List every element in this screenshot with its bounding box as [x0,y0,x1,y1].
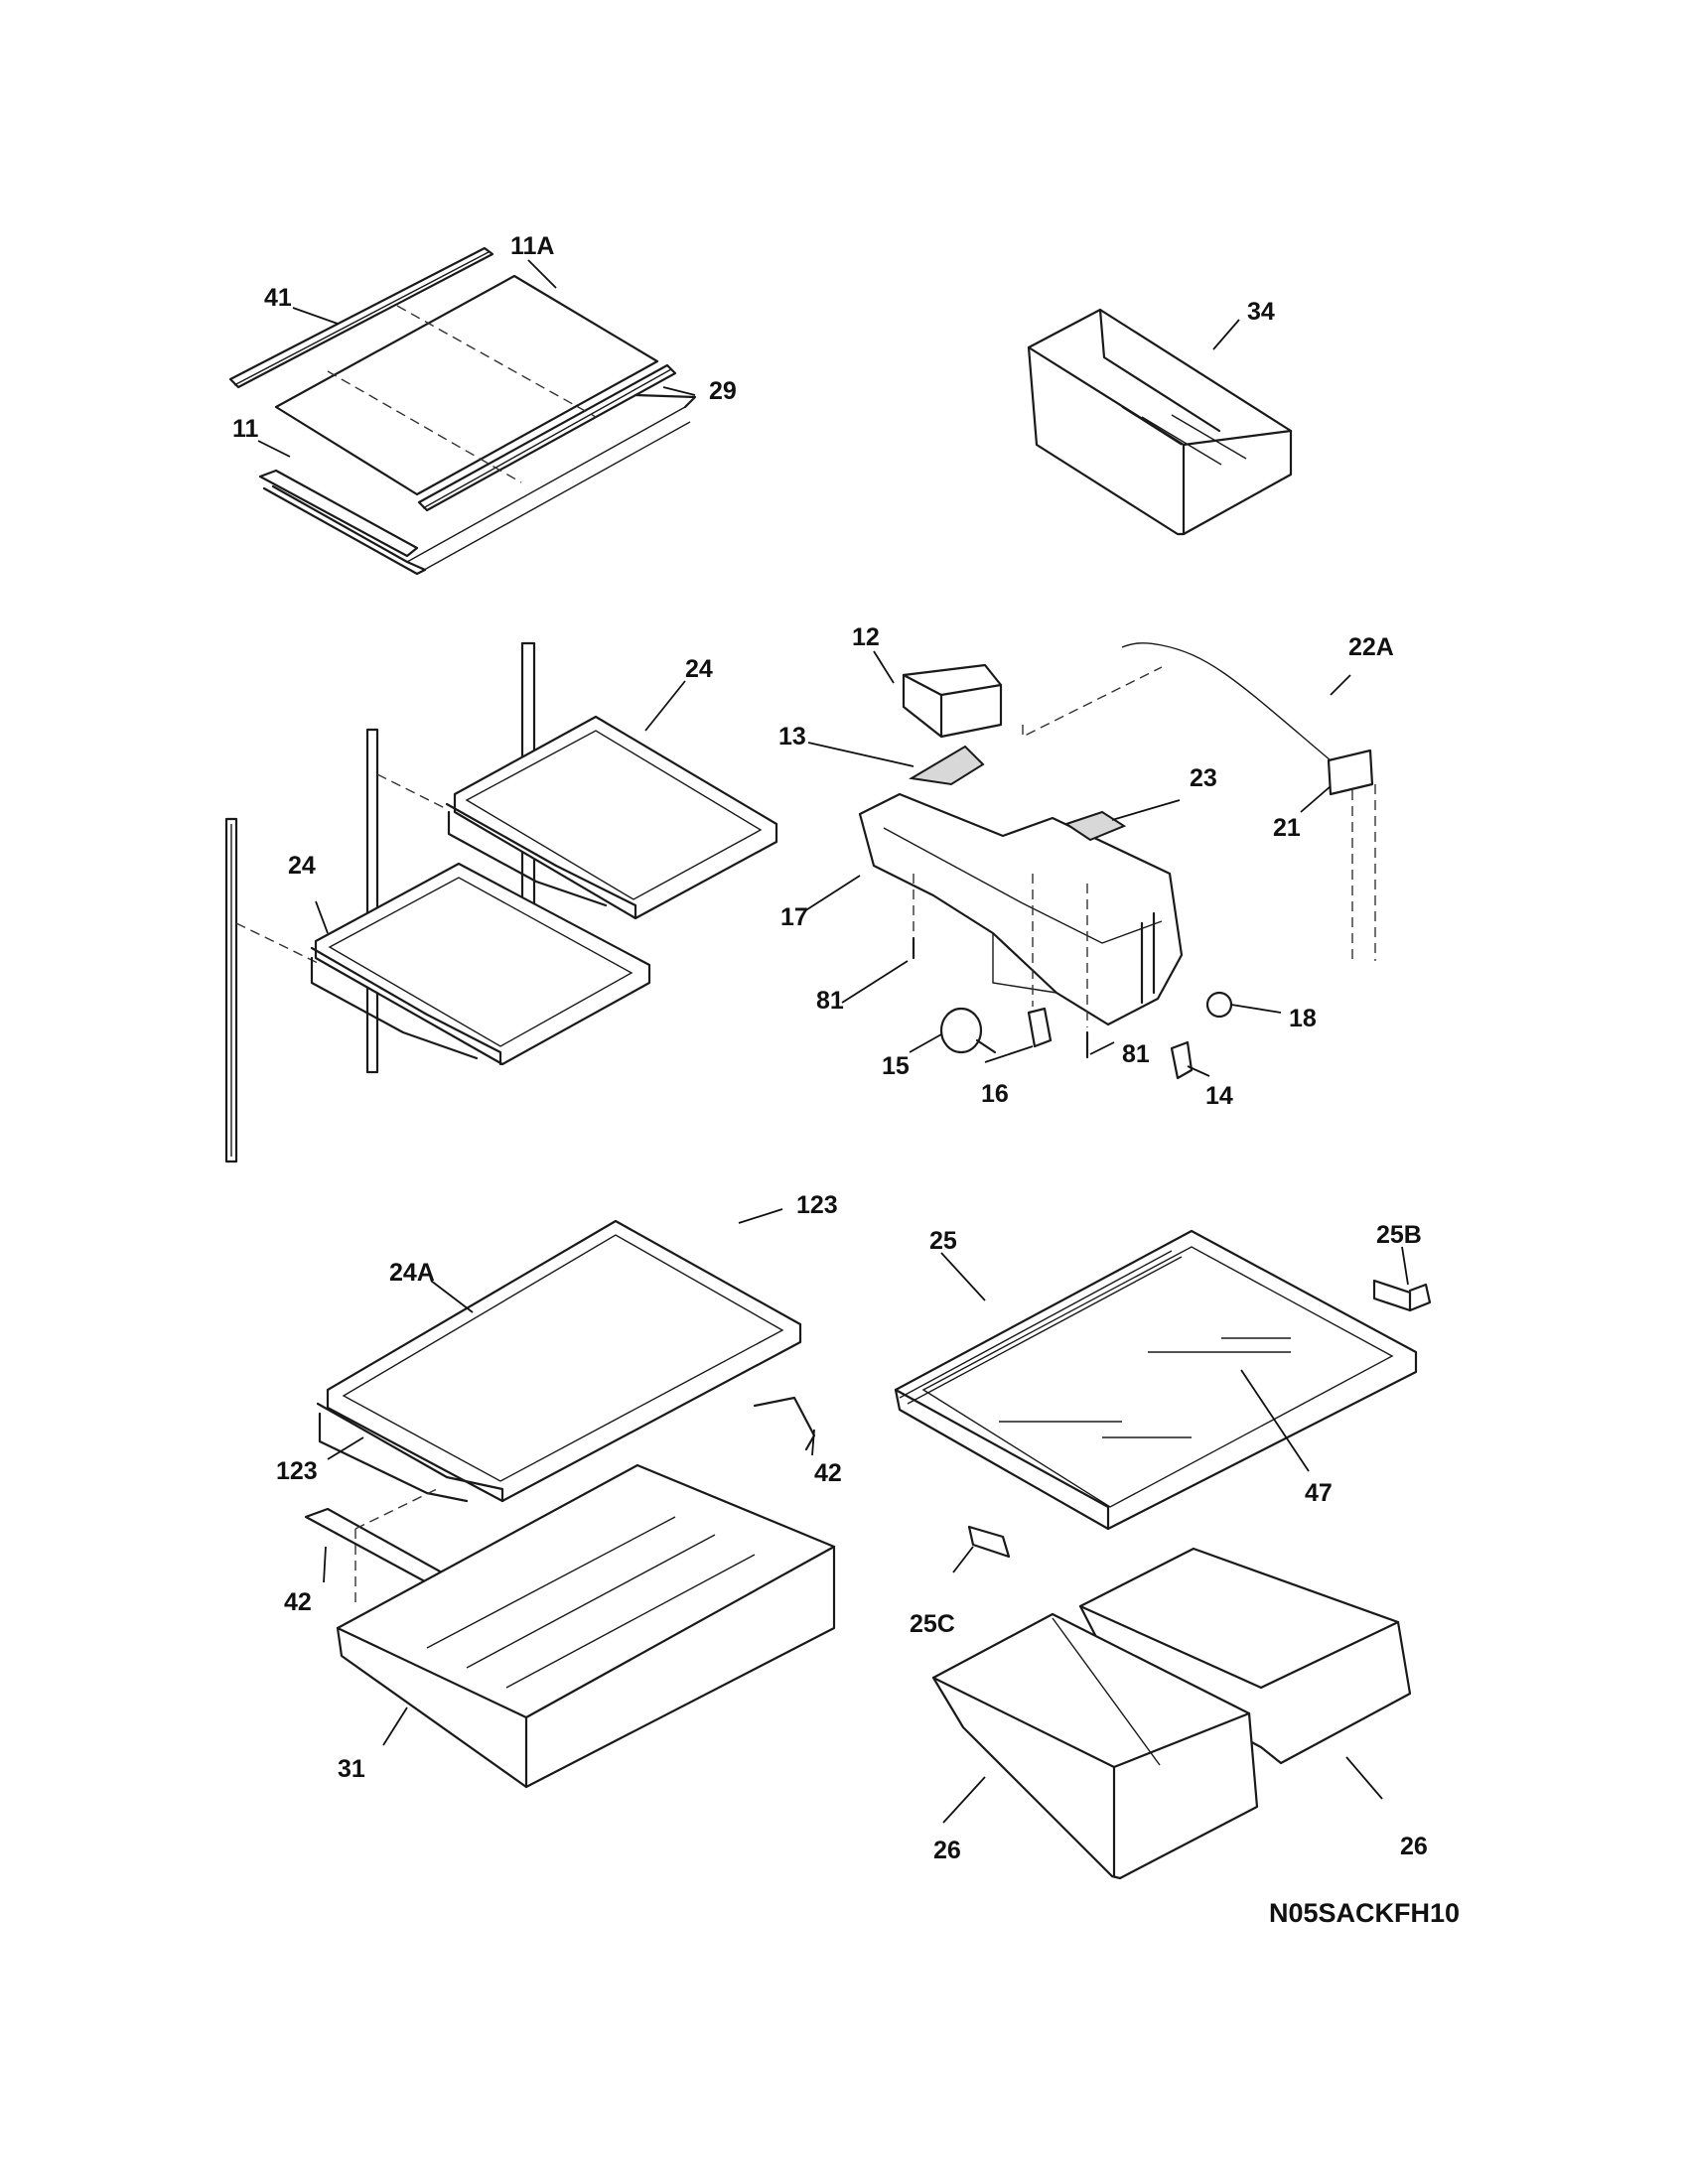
callout-81-left: 81 [816,987,844,1015]
callout-11A: 11A [510,232,554,260]
callout-26-left: 26 [933,1837,961,1864]
diagram-code: N05SACKFH10 [1269,1898,1460,1928]
callout-24-upper: 24 [685,655,713,683]
callout-34: 34 [1247,298,1275,326]
callout-42-left: 42 [284,1588,312,1616]
cantilever-shelves [224,641,778,1163]
callout-25: 25 [929,1227,957,1255]
callout-24-lower: 24 [288,852,316,880]
callout-22A: 22A [1348,633,1394,661]
crisper-cover [894,1229,1432,1559]
callout-16: 16 [981,1080,1009,1108]
callout-123-top: 123 [796,1191,838,1219]
callout-18: 18 [1289,1005,1317,1032]
callout-21: 21 [1273,814,1301,842]
callout-24A: 24A [389,1259,435,1287]
callout-26-right: 26 [1400,1833,1428,1860]
leader-lines [257,259,1409,1824]
callout-17: 17 [780,903,808,931]
callout-29: 29 [709,377,737,405]
callout-13: 13 [778,723,806,751]
crisper-drawers [931,1547,1412,1880]
callout-12: 12 [852,623,880,651]
callout-23: 23 [1190,764,1217,792]
callout-14: 14 [1205,1082,1233,1110]
callout-42-right: 42 [814,1459,842,1487]
callout-25C: 25C [910,1610,955,1638]
callout-81-right: 81 [1122,1040,1150,1068]
callout-labels: 41 11A 29 11 34 12 22A 24 13 23 21 24 17… [232,232,1428,1864]
glass-shelf-assembly [228,246,697,576]
callout-31: 31 [338,1755,365,1783]
control-housing [858,642,1376,1080]
callout-47: 47 [1305,1479,1333,1507]
callout-41: 41 [264,284,292,312]
callout-123-left: 123 [276,1457,318,1485]
door-bin [1027,308,1293,536]
callout-25B: 25B [1376,1221,1422,1249]
callout-11: 11 [232,415,259,443]
callout-15: 15 [882,1052,910,1080]
shelf-24A-drawer-31 [304,1219,836,1789]
